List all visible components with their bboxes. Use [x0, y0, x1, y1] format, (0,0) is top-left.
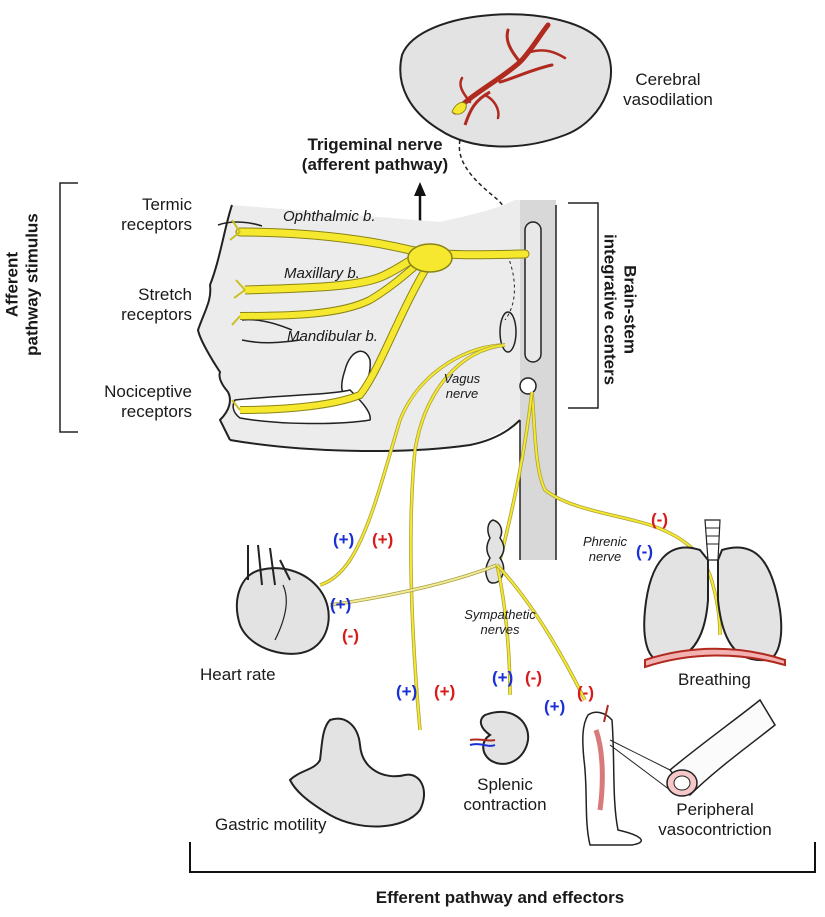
gastric-motility-label: Gastric motility — [215, 815, 327, 834]
spleen-minus-red: (-) — [525, 668, 542, 687]
breathing-label: Breathing — [678, 670, 751, 689]
heart-symp-minus-red: (-) — [342, 626, 359, 645]
trigeminal-nerve — [229, 219, 530, 414]
lungs-illustration — [643, 519, 786, 669]
trigeminal-nerve-label: Trigeminal nerve(afferent pathway) — [301, 135, 449, 174]
spleen-illustration — [469, 710, 530, 765]
ophthalmic-branch-label: Ophthalmic b. — [283, 208, 376, 225]
heart-illustration — [235, 544, 330, 655]
mandibular-branch-label: Mandibular b. — [287, 328, 378, 345]
phrenic-minus-blue: (-) — [636, 542, 653, 561]
efferent-pathway-label: Efferent pathway and effectors — [375, 888, 625, 907]
phrenic-nerve — [530, 391, 722, 636]
phrenic-minus-red: (-) — [651, 510, 668, 529]
gastric-plus-red: (+) — [434, 682, 456, 701]
vessel-minus-red: (-) — [577, 683, 594, 702]
sympathetic-chain — [329, 391, 587, 701]
spleen-plus-blue: (+) — [492, 668, 514, 687]
leg-illustration — [582, 704, 671, 846]
stomach-illustration — [288, 717, 425, 828]
heart-vagal-plus-red: (+) — [372, 530, 394, 549]
heart-vagal-plus-blue: (+) — [333, 530, 355, 549]
brainstem-bracket — [568, 202, 599, 409]
heart-symp-plus-blue: (+) — [330, 595, 352, 614]
afferent-bracket — [59, 182, 78, 433]
gastric-plus-blue: (+) — [396, 682, 418, 701]
vagus-nerve — [319, 343, 506, 731]
maxillary-branch-label: Maxillary b. — [284, 265, 360, 282]
vessel-crosssection-illustration — [666, 698, 776, 797]
heart-rate-label: Heart rate — [200, 665, 276, 684]
vessel-plus-blue: (+) — [544, 697, 566, 716]
brain-illustration — [399, 13, 612, 148]
efferent-bracket — [189, 842, 816, 873]
